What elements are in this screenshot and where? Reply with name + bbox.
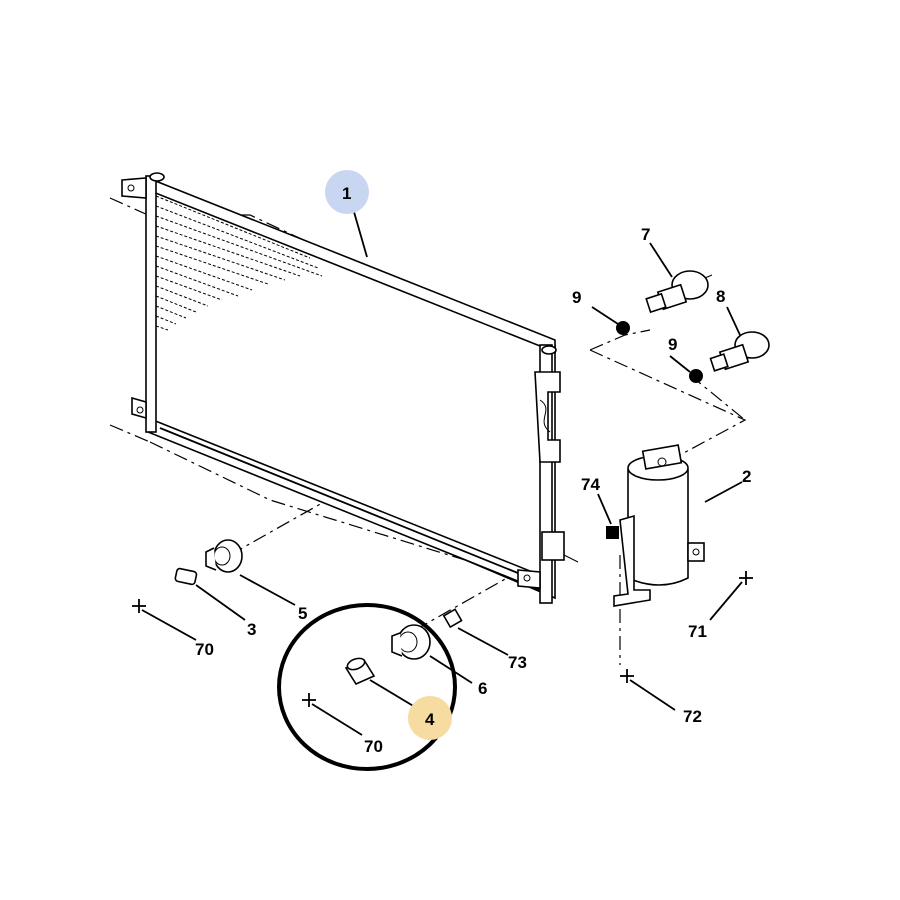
callout-1-highlight xyxy=(325,170,369,214)
fin-hatching xyxy=(155,195,323,331)
seal-9-lower xyxy=(689,369,703,383)
pad-4 xyxy=(344,657,376,686)
seal-9-upper xyxy=(616,321,630,335)
condenser-part-1 xyxy=(121,172,579,604)
callout-70b: 70 xyxy=(364,737,383,756)
callout-9b: 9 xyxy=(668,335,677,354)
screw-cross-72 xyxy=(620,669,634,683)
callout-74: 74 xyxy=(581,475,600,494)
callout-1: 1 xyxy=(342,184,351,203)
callout-72: 72 xyxy=(683,707,702,726)
dehydrator-bottle-2 xyxy=(613,444,705,607)
screw-cross-70-left xyxy=(132,599,146,613)
clip-74 xyxy=(606,526,619,539)
insulator-5 xyxy=(205,539,243,573)
callout-9a: 9 xyxy=(572,288,581,307)
callout-71: 71 xyxy=(688,622,707,641)
callout-5: 5 xyxy=(298,604,307,623)
pressure-switch-8 xyxy=(709,331,770,372)
callout-73: 73 xyxy=(508,653,527,672)
marker-73 xyxy=(442,608,463,629)
callout-2: 2 xyxy=(742,467,751,486)
screw-cross-70-detail xyxy=(302,693,316,707)
callout-7: 7 xyxy=(641,225,650,244)
callout-4: 4 xyxy=(425,710,435,729)
insulator-6 xyxy=(391,624,431,660)
callout-labels: 1 7 8 9 9 2 74 71 72 3 5 70 73 6 4 70 xyxy=(195,184,751,756)
callout-8: 8 xyxy=(716,287,725,306)
callout-3: 3 xyxy=(247,620,256,639)
detail-circle xyxy=(277,603,457,771)
pressure-switch-7 xyxy=(645,270,713,314)
pad-3 xyxy=(174,567,198,586)
callout-6: 6 xyxy=(478,679,487,698)
screw-cross-71 xyxy=(739,571,753,585)
callout-4-highlight xyxy=(408,696,452,740)
callout-70a: 70 xyxy=(195,640,214,659)
leader-lines xyxy=(141,204,743,736)
